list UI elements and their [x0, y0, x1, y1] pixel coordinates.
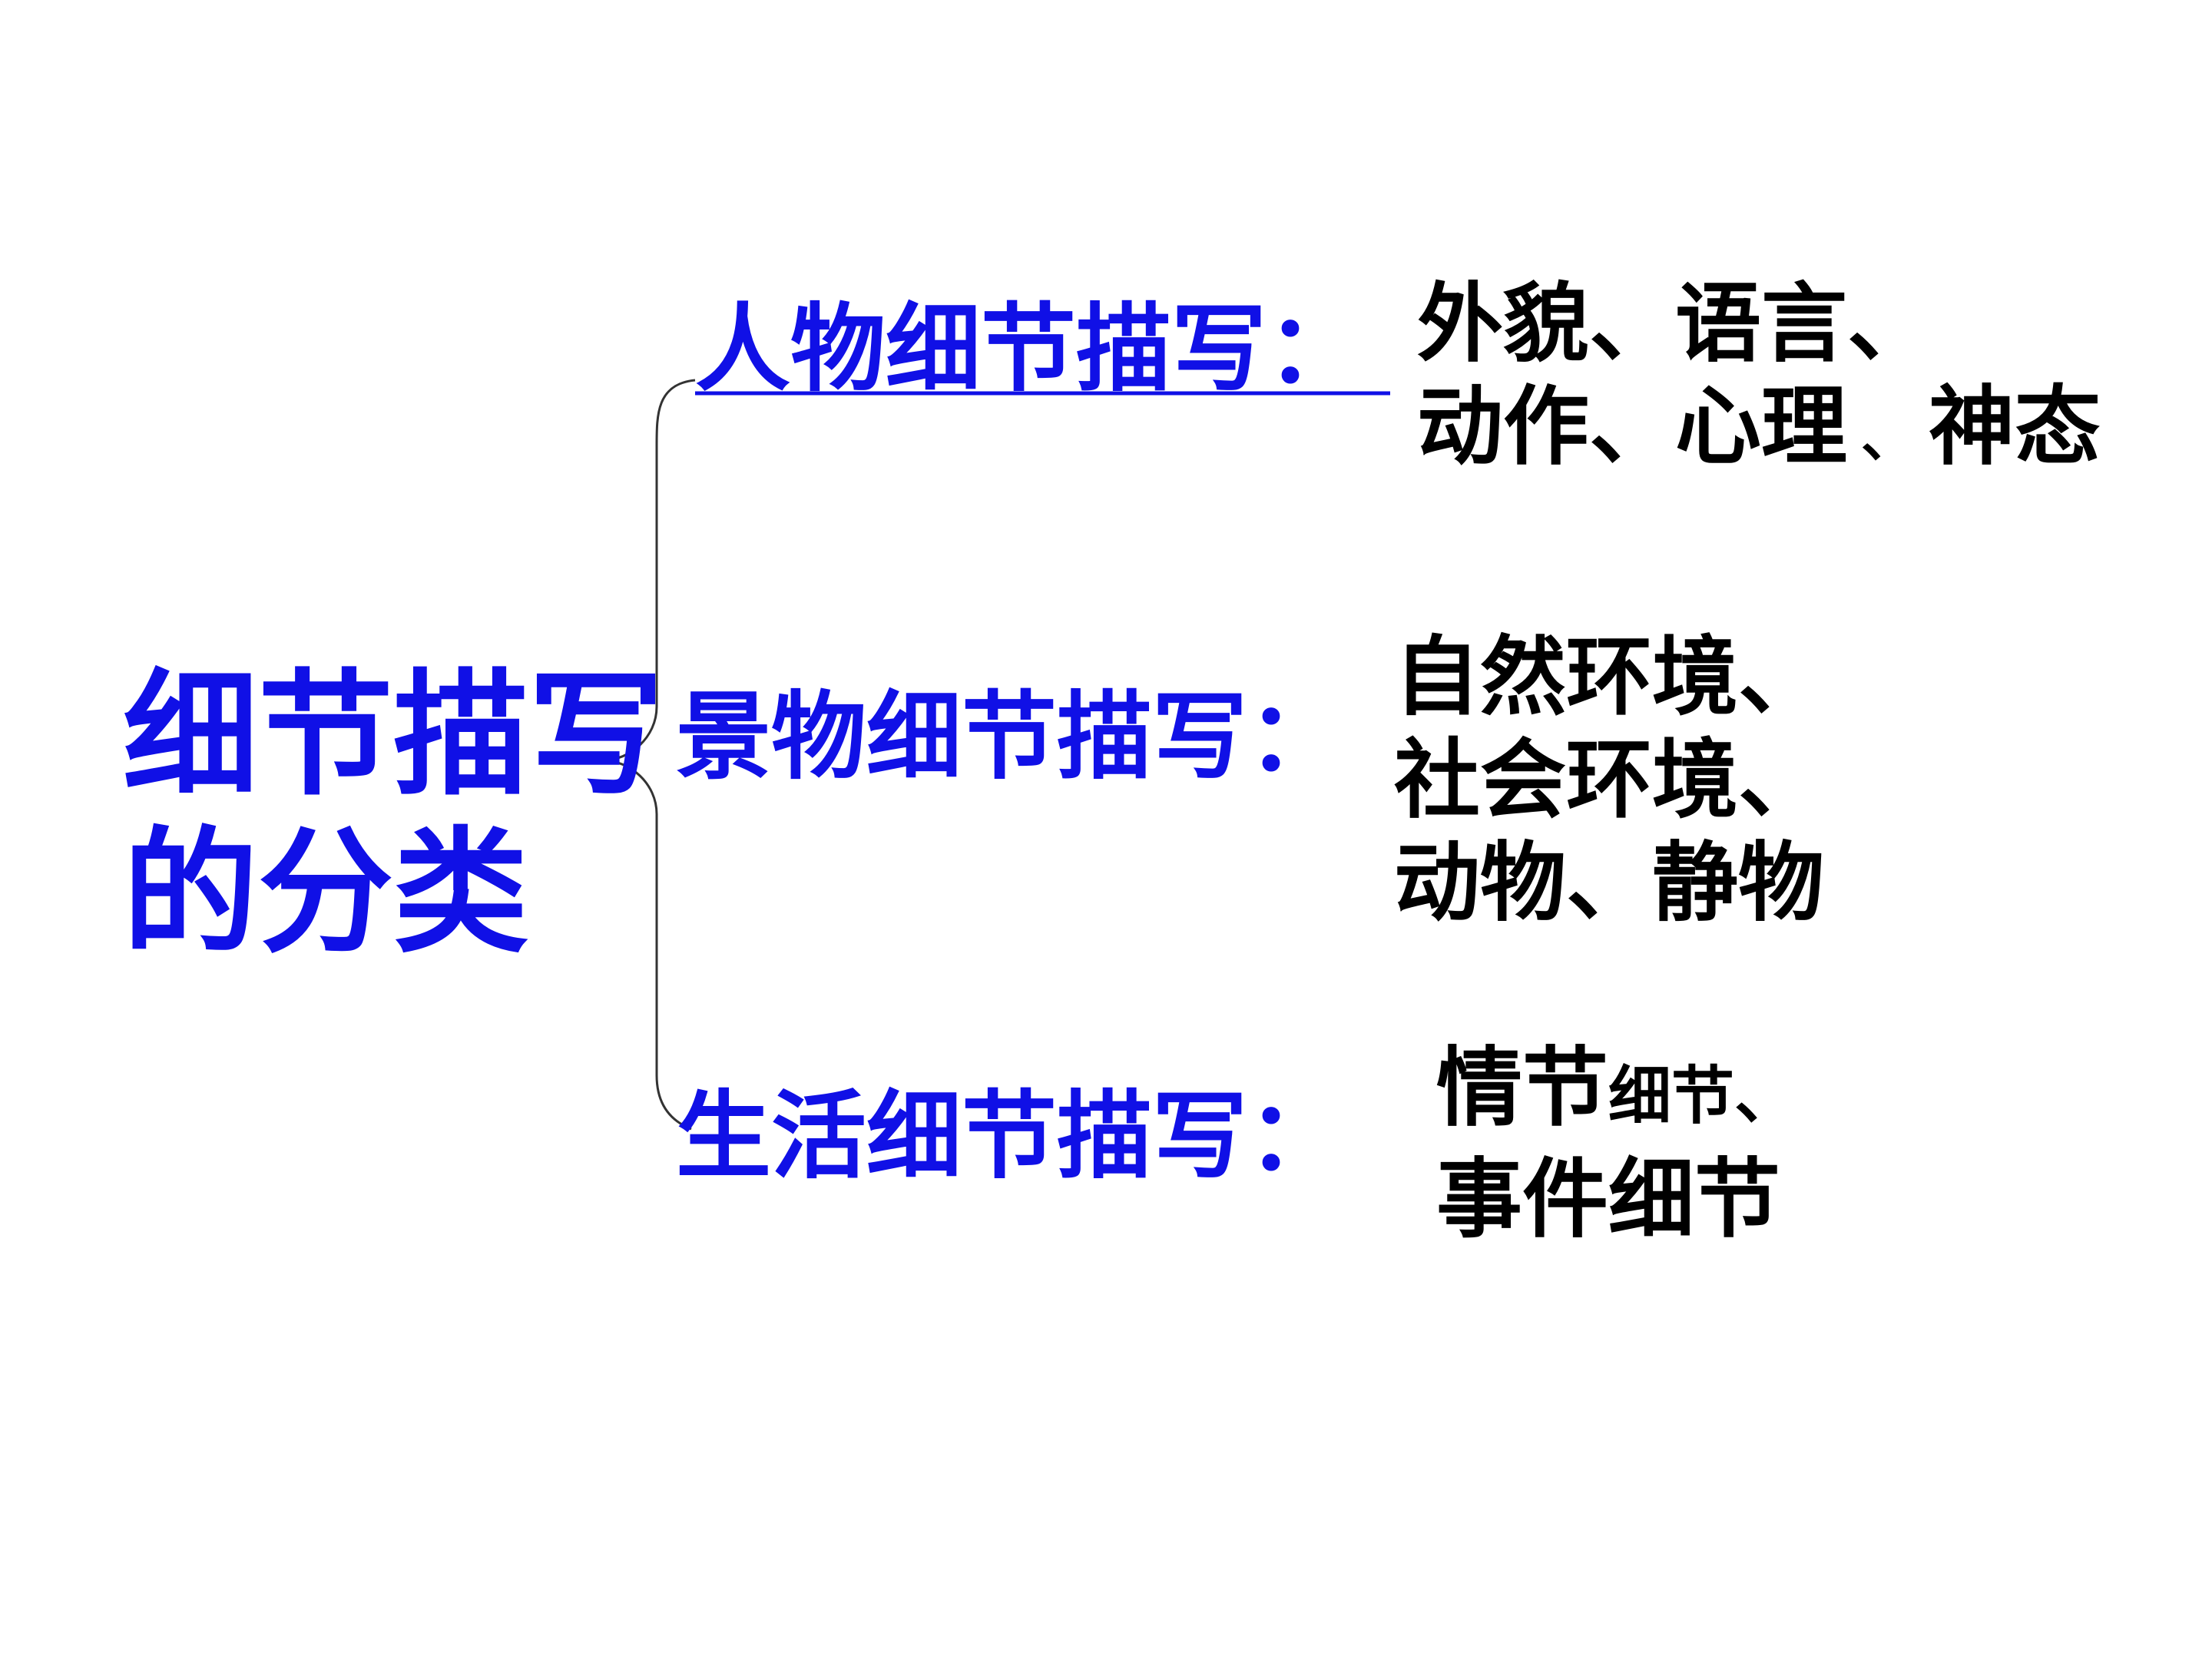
- branch-life-label: 生活细节描写：: [676, 1081, 1343, 1192]
- root-title-line1: 细节描写: [123, 657, 664, 814]
- branch-life-details: 情节细节、 事件细节: [1436, 1037, 1797, 1251]
- detail-fragment: 神态: [1929, 377, 2101, 477]
- detail-line: 动物、静物: [1394, 833, 1824, 933]
- detail-line: 自然环境、: [1394, 628, 1824, 727]
- root-title-line2: 的分类: [123, 814, 529, 972]
- detail-line: 社会环境、: [1394, 730, 1824, 830]
- detail-line: 动作、心理、神态: [1417, 376, 2101, 489]
- detail-fragment: 动作、心理: [1417, 377, 1847, 477]
- branch-character-details: 外貌、语言、 动作、心理、神态: [1417, 273, 2101, 489]
- detail-fragment-small: 细节、: [1608, 1060, 1798, 1133]
- detail-line: 事件细节: [1436, 1150, 1780, 1250]
- branch-character-label: 人物细节描写：: [695, 294, 1363, 405]
- brace-line: [602, 379, 696, 1131]
- detail-line: 外貌、语言、: [1417, 274, 1933, 374]
- branch-scenery-label: 景物细节描写：: [676, 682, 1343, 793]
- detail-separator: 、: [1861, 406, 1915, 469]
- root-title: 细节描写 的分类: [123, 657, 664, 972]
- detail-fragment: 情节: [1436, 1038, 1608, 1138]
- detail-line: 情节细节、: [1436, 1037, 1797, 1148]
- branch-scenery-details: 自然环境、 社会环境、 动物、静物: [1394, 626, 1824, 935]
